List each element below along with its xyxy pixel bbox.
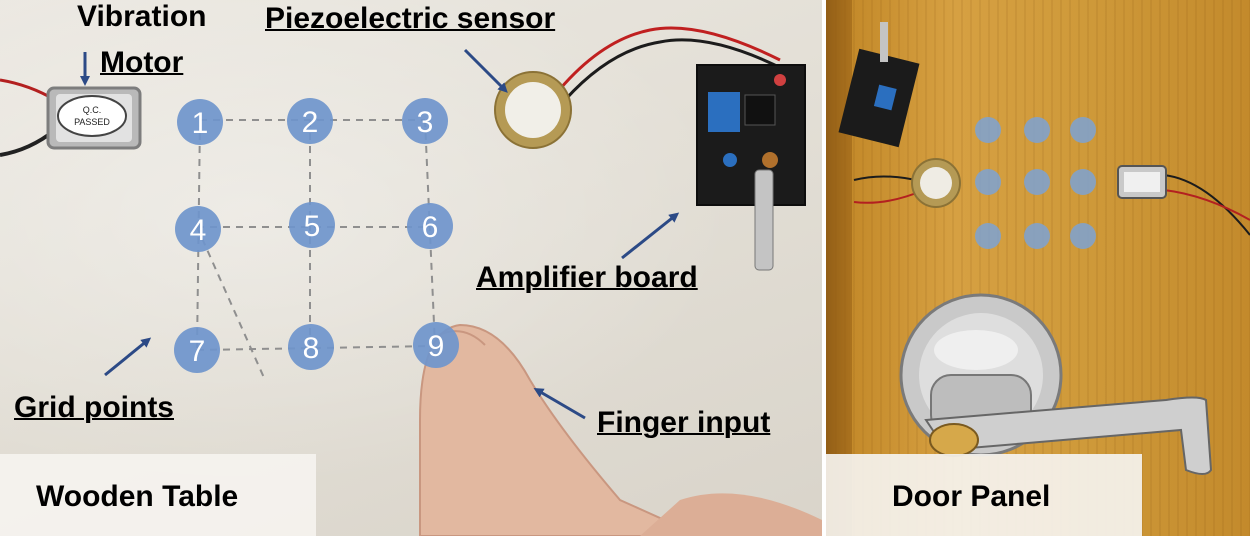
door-vibration-motor xyxy=(1117,165,1167,199)
grid-number-8: 8 xyxy=(303,332,320,365)
grid-number-6: 6 xyxy=(422,211,439,244)
grid-point-9 xyxy=(413,322,459,368)
arrow-grid-points xyxy=(104,337,152,377)
arrow-piezo-sensor xyxy=(463,48,508,93)
door-piezo-sensor xyxy=(911,158,961,208)
grid-number-7: 7 xyxy=(189,335,206,368)
grid-number-9: 9 xyxy=(428,330,445,363)
door-grid-points xyxy=(975,117,1096,249)
label-grid-points: Grid points xyxy=(14,391,174,424)
piezoelectric-sensor xyxy=(494,71,572,149)
door-panel-photo: Door Panel xyxy=(826,0,1250,536)
grid-number-5: 5 xyxy=(304,210,321,243)
label-amplifier-board: Amplifier board xyxy=(476,261,698,294)
caption-wooden-table: Wooden Table xyxy=(36,480,239,513)
grid-point-5 xyxy=(289,202,335,248)
grid-point-4 xyxy=(175,206,221,252)
caption-door-panel: Door Panel xyxy=(892,480,1051,513)
caption-box-left xyxy=(0,454,316,536)
motor-sticker-line2: PASSED xyxy=(74,117,110,127)
grid-point-7 xyxy=(174,327,220,373)
door-motor-wire-red xyxy=(1163,189,1250,221)
label-finger-input: Finger input xyxy=(597,406,771,439)
grid-point-8 xyxy=(288,324,334,370)
label-piezoelectric-sensor: Piezoelectric sensor xyxy=(265,2,556,35)
amplifier-board xyxy=(696,64,806,271)
grid-point-1 xyxy=(177,99,223,145)
panel-divider xyxy=(822,0,826,536)
motor-sticker-line1: Q.C. xyxy=(83,105,102,115)
grid-number-3: 3 xyxy=(417,106,434,139)
grid-number-2: 2 xyxy=(302,106,319,139)
grid-number-1: 1 xyxy=(192,107,209,140)
label-vibration: Vibration xyxy=(77,0,207,33)
wooden-table-scene: 1 2 3 4 5 6 7 8 9 Q.C. PASSED xyxy=(0,26,822,536)
label-motor: Motor xyxy=(100,46,184,79)
grid-point-6 xyxy=(407,203,453,249)
grid-point-2 xyxy=(287,98,333,144)
wooden-table-photo: 1 2 3 4 5 6 7 8 9 Q.C. PASSED xyxy=(0,0,822,536)
door-amplifier-board xyxy=(838,22,920,148)
arrow-amplifier-board xyxy=(621,212,680,260)
piezo-wire-red xyxy=(553,26,781,96)
door-handle xyxy=(899,293,1213,475)
arrow-finger-input xyxy=(533,387,586,420)
grid-point-3 xyxy=(402,98,448,144)
door-frame-edge xyxy=(826,0,852,536)
caption-box-right xyxy=(826,454,1142,536)
vibration-motor xyxy=(46,86,142,150)
door-motor-wire-black xyxy=(1163,174,1250,236)
grid-points xyxy=(174,98,459,373)
grid-number-4: 4 xyxy=(190,214,207,247)
piezo-wire-black xyxy=(563,38,786,102)
